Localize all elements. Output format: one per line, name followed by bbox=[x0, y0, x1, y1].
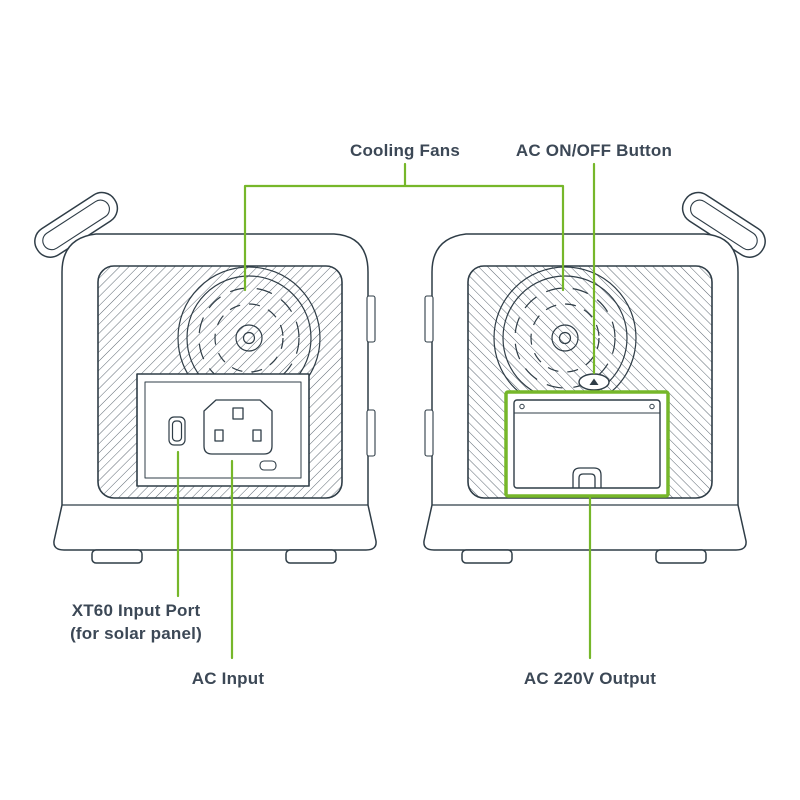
ac-input-label: AC Input bbox=[191, 669, 265, 688]
xt60-input-label: XT60 Input Port (for solar panel) bbox=[70, 599, 202, 645]
right-foot bbox=[655, 549, 707, 564]
ac-on-off-button[interactable] bbox=[578, 373, 610, 391]
xt60-input-label-line2: (for solar panel) bbox=[70, 624, 202, 643]
ac-220v-output-label: AC 220V Output bbox=[523, 669, 657, 688]
ac-input-socket bbox=[203, 399, 273, 455]
left-foot bbox=[285, 549, 337, 564]
right-side-tab bbox=[424, 409, 434, 457]
ac-on-off-label: AC ON/OFF Button bbox=[515, 141, 673, 160]
left-device-illustration bbox=[34, 191, 377, 564]
xt60-input-label-line1: XT60 Input Port bbox=[71, 601, 201, 620]
ac-output-cover-latch[interactable] bbox=[572, 467, 602, 488]
left-side-tab bbox=[366, 409, 376, 457]
cooling-fans-label: Cooling Fans bbox=[349, 141, 461, 160]
cooling-fans-callout-line bbox=[243, 162, 565, 292]
right-foot bbox=[461, 549, 513, 564]
left-input-panel bbox=[136, 373, 310, 487]
right-device-illustration bbox=[423, 191, 766, 564]
xt60-port bbox=[168, 416, 186, 446]
left-side-tab bbox=[366, 295, 376, 343]
ac-output-cover[interactable] bbox=[513, 399, 661, 489]
right-side-tab bbox=[424, 295, 434, 343]
left-foot bbox=[91, 549, 143, 564]
ac-output-panel bbox=[504, 390, 670, 498]
panel-slot bbox=[259, 460, 277, 471]
callout-lines bbox=[176, 162, 596, 660]
